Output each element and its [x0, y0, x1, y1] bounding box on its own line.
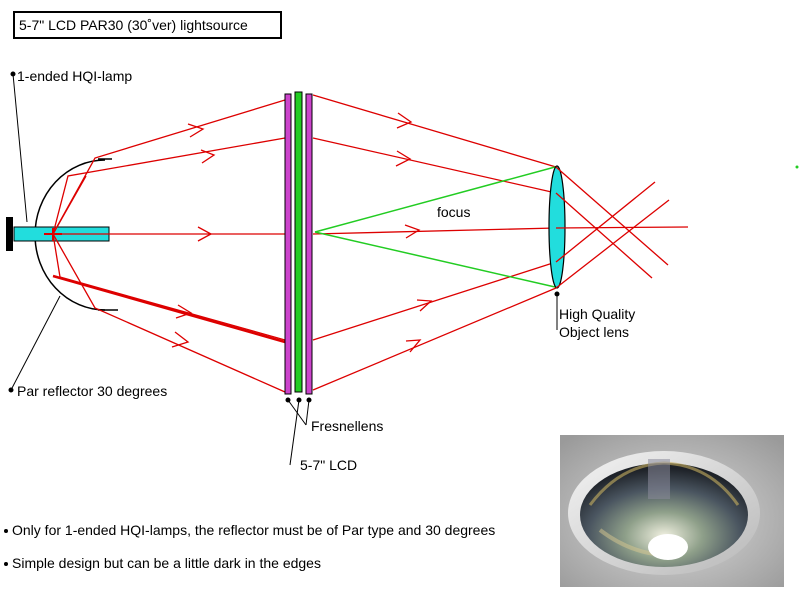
- bullet-icon: [4, 562, 8, 567]
- out-ray-3: [312, 227, 557, 235]
- out-ray-1: [312, 94, 557, 168]
- note-text: Simple design but can be a little dark i…: [12, 555, 321, 571]
- label-lens-line1: High Quality: [559, 306, 636, 322]
- note-item: Only for 1-ended HQI-lamps, the reflecto…: [4, 522, 495, 538]
- lamp-socket: [6, 217, 13, 251]
- object-lens: [548, 165, 566, 289]
- focus-ray-bottom: [314, 231, 556, 288]
- leader-reflector: [10, 295, 61, 391]
- out-arrow-1: [396, 112, 413, 129]
- leader-lcd: [289, 399, 300, 466]
- input-rays: [52, 99, 286, 393]
- ray-7: [52, 175, 87, 235]
- arrow-2: [200, 149, 216, 164]
- out-arrow-4: [416, 299, 433, 312]
- label-lens-line2: Object lens: [559, 324, 630, 340]
- note-text: Only for 1-ended HQI-lamps, the reflecto…: [12, 522, 496, 538]
- label-fresnel: Fresnellens: [311, 418, 384, 434]
- exit-ray-3: [555, 226, 689, 229]
- callouts: [8, 71, 799, 466]
- reflector-photo: [560, 435, 784, 587]
- arrow-1: [187, 123, 205, 138]
- exit-ray-4: [555, 181, 656, 263]
- lamp-opening-highlight: [648, 534, 688, 560]
- label-reflector: Par reflector 30 degrees: [17, 383, 168, 399]
- diagram-title: 5-7" LCD PAR30 (30˚ver) lightsource: [13, 11, 282, 39]
- output-arrows: [395, 112, 433, 353]
- exit-ray-5: [555, 199, 670, 289]
- output-rays: [312, 94, 557, 391]
- out-ray-2: [312, 137, 557, 194]
- lcd-panel: [294, 91, 303, 393]
- note-item: Simple design but can be a little dark i…: [4, 555, 321, 571]
- out-ray-4: [312, 261, 557, 341]
- focus-rays: [314, 166, 556, 288]
- label-focus: focus: [437, 204, 471, 220]
- out-arrow-5: [405, 339, 422, 353]
- ray-2: [52, 137, 286, 235]
- label-lamp: 1-ended HQI-lamp: [17, 68, 133, 84]
- leader-fresnel-b: [305, 399, 310, 426]
- arrow-4: [175, 304, 193, 319]
- leader-lamp: [12, 73, 28, 223]
- exit-rays: [555, 166, 689, 289]
- fresnel-lens-right: [305, 93, 313, 395]
- out-arrow-2: [395, 150, 412, 167]
- focus-ray-top: [314, 166, 556, 233]
- ray-1: [52, 99, 286, 235]
- ray-5: [52, 233, 286, 393]
- reflector-bowl: [580, 463, 748, 567]
- label-lcd: 5-7" LCD: [300, 457, 358, 473]
- dot-edge: [795, 165, 799, 169]
- leader-fresnel-a: [287, 399, 307, 426]
- input-arrows: [171, 123, 216, 348]
- fresnel-lens-left: [284, 93, 292, 395]
- arrow-3: [197, 226, 213, 242]
- exit-ray-2: [555, 192, 653, 279]
- out-arrow-3: [404, 224, 421, 239]
- arrow-5: [171, 331, 190, 348]
- ray-6: [52, 274, 286, 344]
- bullet-icon: [4, 529, 8, 534]
- out-ray-5: [312, 287, 557, 391]
